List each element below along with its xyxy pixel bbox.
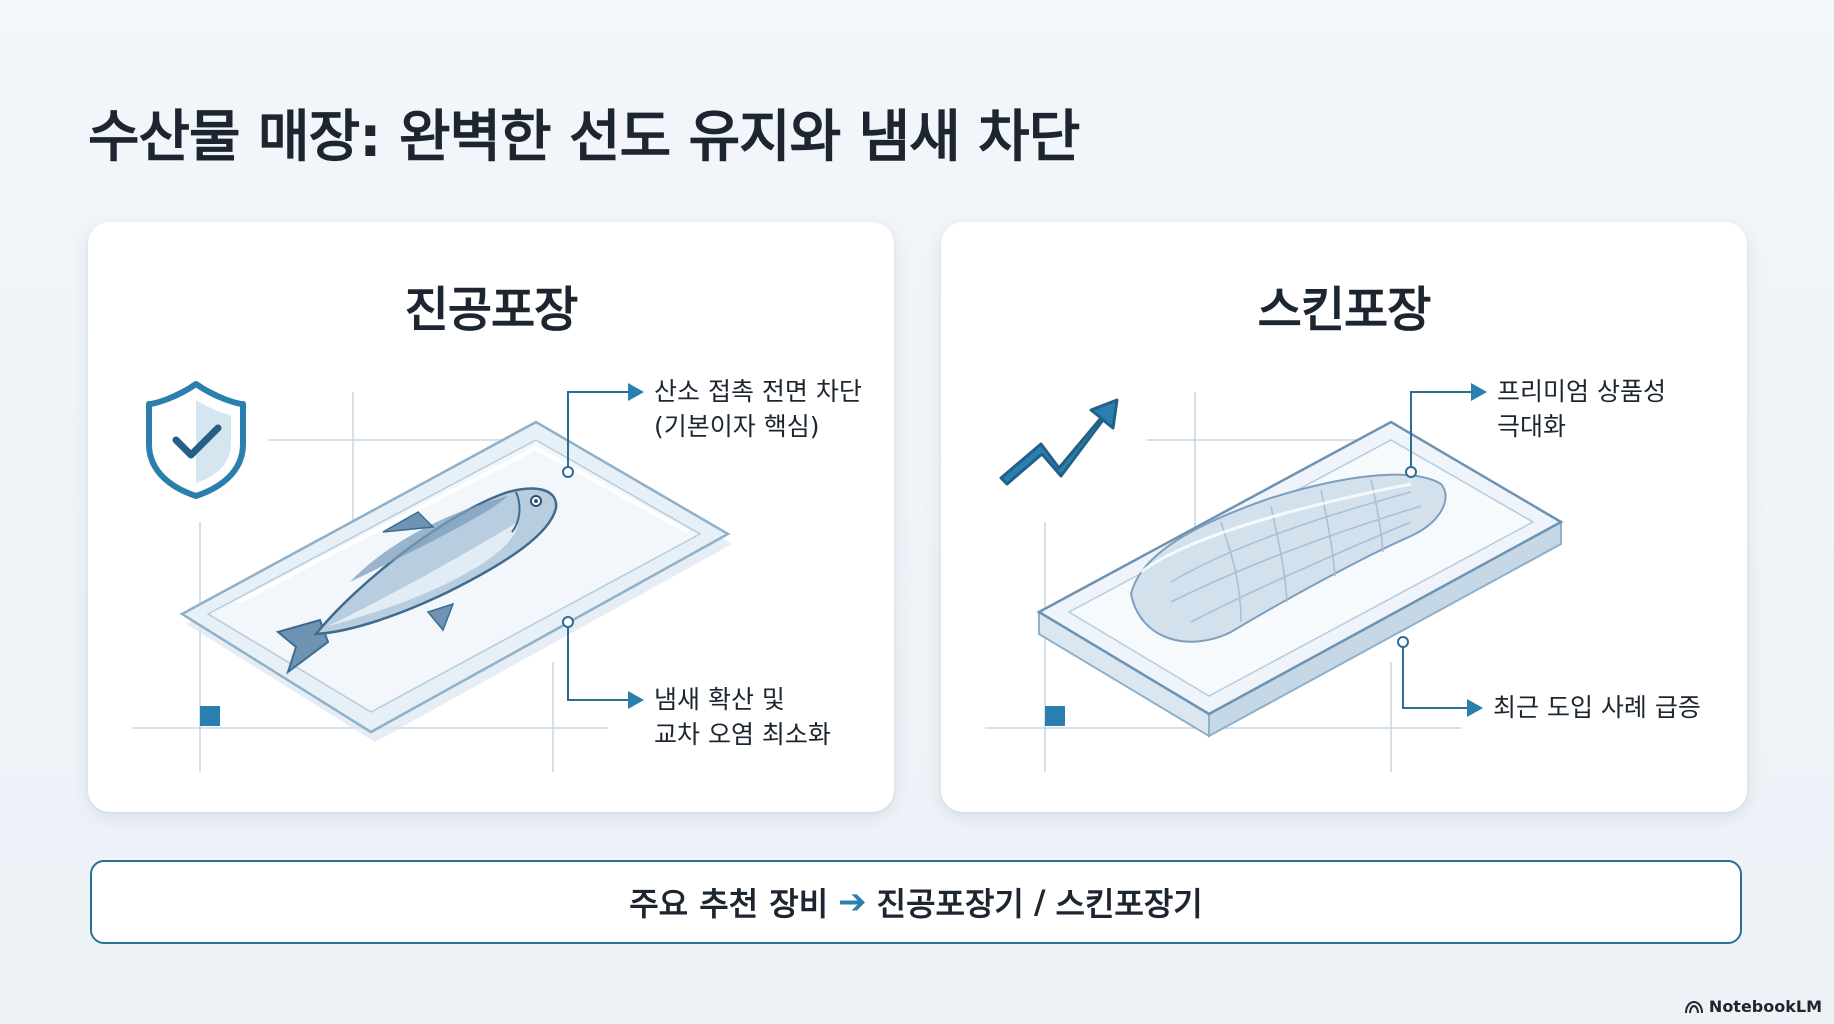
- callout-odor-block: 냄새 확산 및 교차 오염 최소화: [654, 682, 831, 752]
- page-title: 수산물 매장: 완벽한 선도 유지와 냄새 차단: [88, 105, 1080, 170]
- skin-pack-illustration: [985, 383, 1564, 772]
- recommendation-bar: 주요 추천 장비 ➔ 진공포장기 / 스킨포장기: [90, 860, 1742, 944]
- fillet-icon: [1129, 473, 1447, 643]
- equipment-vacuum: 진공포장기: [876, 885, 1024, 923]
- card-title: 스킨포장: [1257, 282, 1432, 338]
- callout-line: 최근 도입 사례 급증: [1493, 693, 1701, 722]
- notebooklm-logo-icon: [1684, 1000, 1703, 1013]
- vacuum-pack-illustration: [132, 381, 732, 772]
- callout-oxygen-block: 산소 접촉 전면 차단 (기본이자 핵심): [654, 374, 862, 444]
- callout-premium: 프리미엄 상품성 극대화: [1497, 374, 1666, 444]
- trend-up-arrow-icon: [999, 398, 1119, 486]
- callout-line: 산소 접촉 전면 차단: [654, 377, 862, 406]
- grid-marker: [200, 706, 220, 726]
- equipment-skin: 스킨포장기: [1055, 885, 1203, 923]
- brand-watermark: NotebookLM: [1684, 997, 1822, 1016]
- callout-line: 냄새 확산 및: [654, 685, 785, 714]
- callout-line: 교차 오염 최소화: [654, 720, 831, 749]
- vacuum-packaging-card: 진공포장 산소 접촉 전면 차단 (기본이자 핵심) 냄새 확산 및 교차 오염…: [88, 222, 894, 812]
- skin-packaging-card: 스킨포장 프리미엄 상품성 극대화 최근 도입 사례 급증: [941, 222, 1747, 812]
- shield-check-icon: [146, 381, 246, 499]
- callout-line: 프리미엄 상품성: [1497, 377, 1666, 406]
- brand-name: NotebookLM: [1708, 997, 1822, 1016]
- callout-adoption: 최근 도입 사례 급증: [1493, 690, 1701, 725]
- callout-line: (기본이자 핵심): [654, 412, 820, 441]
- grid-marker: [1045, 706, 1065, 726]
- equipment-separator: /: [1033, 883, 1046, 921]
- fish-icon: [275, 487, 558, 675]
- callout-line: 극대화: [1497, 412, 1567, 441]
- card-title: 진공포장: [404, 282, 579, 338]
- right-arrow-icon: ➔: [838, 882, 867, 922]
- recommendation-label: 주요 추천 장비: [629, 885, 829, 923]
